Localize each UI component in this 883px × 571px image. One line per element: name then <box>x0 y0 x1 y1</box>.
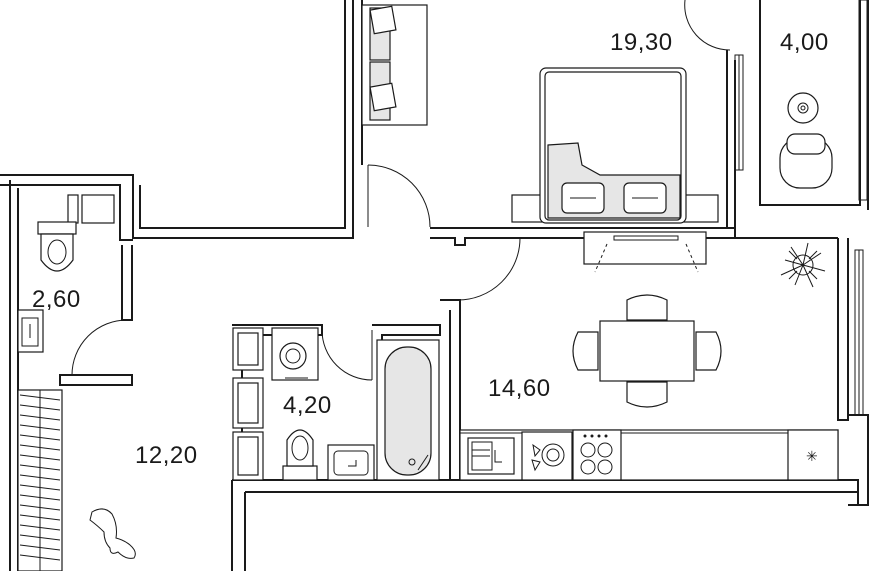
room-area-kitchen: 14,60 <box>488 375 551 402</box>
tv-unit <box>583 231 707 273</box>
room-area-balcony: 4,00 <box>780 29 829 56</box>
room-area-bedroom: 19,30 <box>610 29 673 56</box>
balcony-furniture <box>779 92 833 189</box>
room-area-toilet: 2,60 <box>32 286 81 313</box>
room-area-hall: 12,20 <box>135 442 198 469</box>
room-area-bathroom: 4,20 <box>283 392 332 419</box>
dining-table <box>572 294 722 408</box>
windows <box>734 0 868 416</box>
kitchen-counter <box>459 429 839 481</box>
area-labels: 19,30 4,00 2,60 4,20 14,60 12,20 <box>32 29 829 469</box>
wc-fixtures <box>17 194 115 353</box>
sofa <box>361 4 428 126</box>
plant-icon <box>780 242 826 288</box>
bathroom-fixtures <box>232 327 440 481</box>
wardrobe <box>17 389 63 571</box>
fridge-symbol: ✳ <box>806 448 818 464</box>
doors <box>71 0 731 381</box>
dog-icon <box>89 508 136 559</box>
double-bed <box>511 67 719 224</box>
